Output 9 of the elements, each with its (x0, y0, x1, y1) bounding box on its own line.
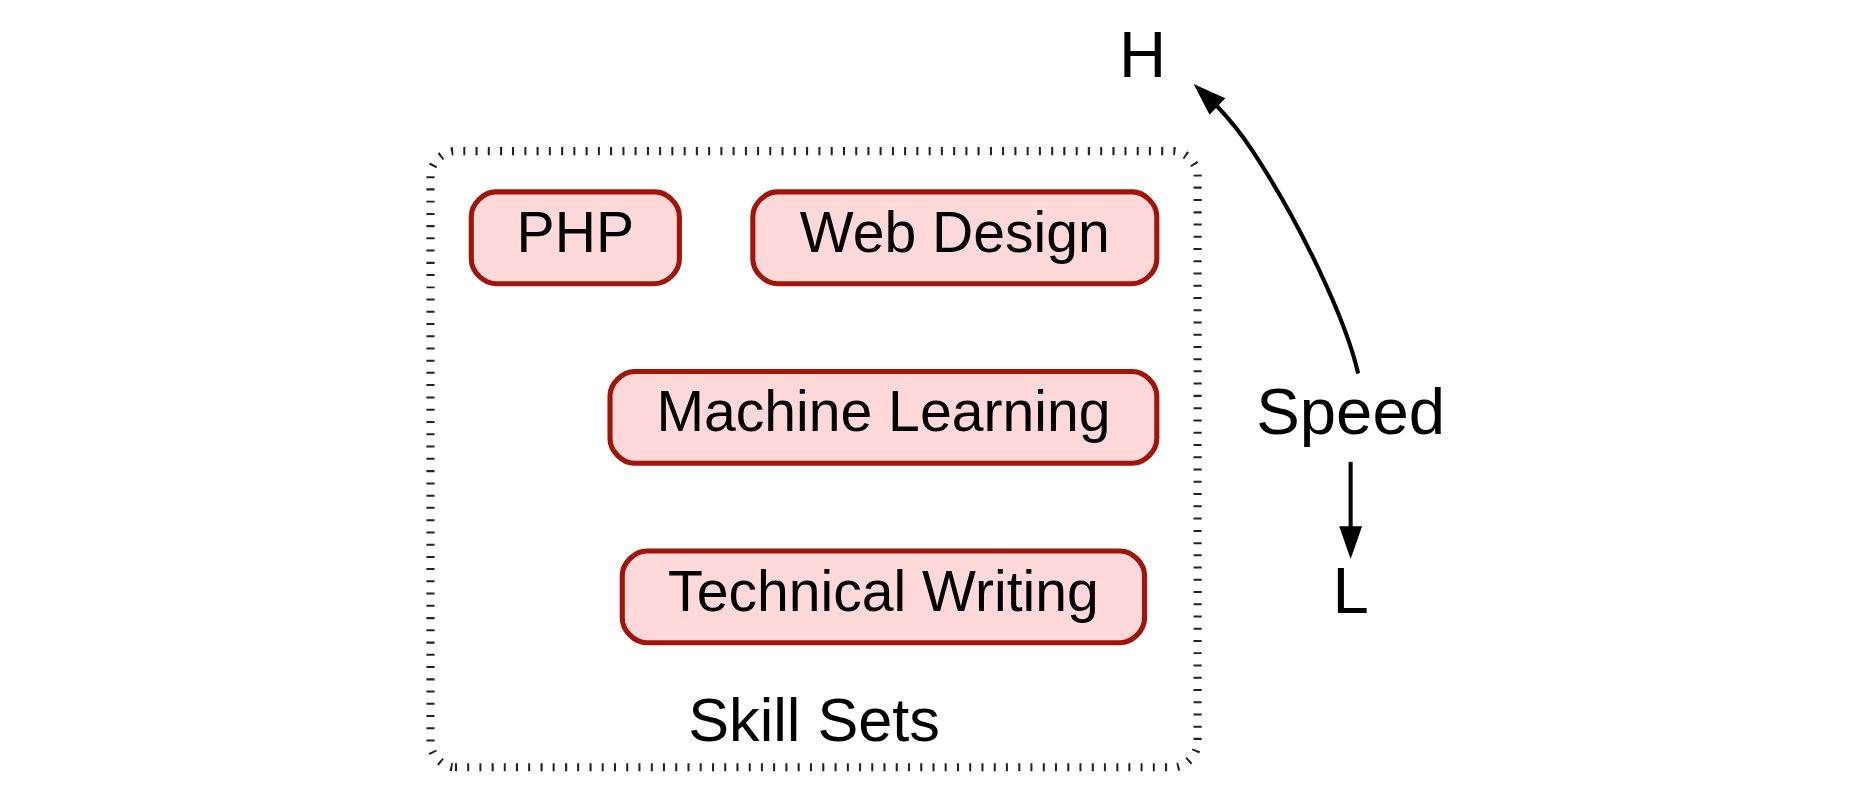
node-box: Web Design (749, 189, 1159, 287)
node-box: Technical Writing (619, 548, 1147, 646)
arrow (1193, 84, 1360, 374)
arrow (1338, 461, 1362, 559)
node-box: Machine Learning (606, 368, 1159, 466)
node-text: Speed (1255, 374, 1445, 448)
node-text: H (1118, 17, 1166, 91)
node-box: PHP (468, 189, 682, 287)
node-text: L (1331, 554, 1369, 628)
